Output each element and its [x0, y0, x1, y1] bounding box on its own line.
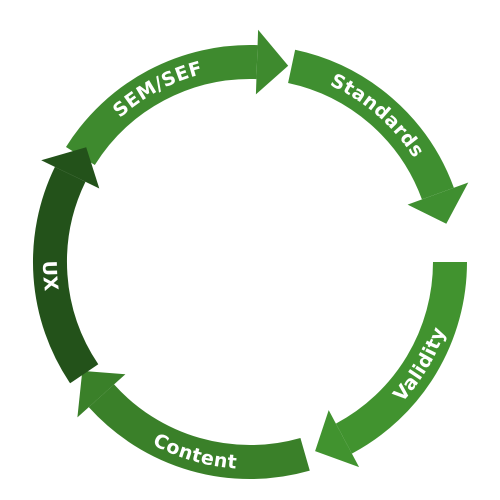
arrow-head-standards [407, 182, 469, 224]
arc-band-content [88, 384, 310, 479]
cycle-segment-standards: Standards [287, 49, 469, 224]
arc-band-standards [287, 49, 454, 200]
arc-band-ux [32, 166, 99, 384]
segment-label-standards-path: Standards [327, 69, 428, 161]
segment-label-ux-path: UX [38, 260, 62, 292]
cycle-segment-validity: Validity [315, 261, 467, 468]
segment-label-standards: Standards [327, 69, 428, 161]
arc-band-validity [335, 261, 467, 454]
cycle-segment-ux: UX [32, 147, 100, 384]
arc-band-sem-sef [65, 45, 258, 166]
cycle-segment-content: Content [77, 370, 310, 479]
arrow-head-ux [41, 147, 100, 189]
cycle-segment-sem-sef: SEM/SEF [65, 29, 289, 166]
arrow-head-sem-sef [255, 29, 289, 95]
arrow-head-content [77, 370, 126, 418]
arrow-head-validity [315, 410, 360, 468]
segment-label-ux: UX [38, 260, 62, 292]
